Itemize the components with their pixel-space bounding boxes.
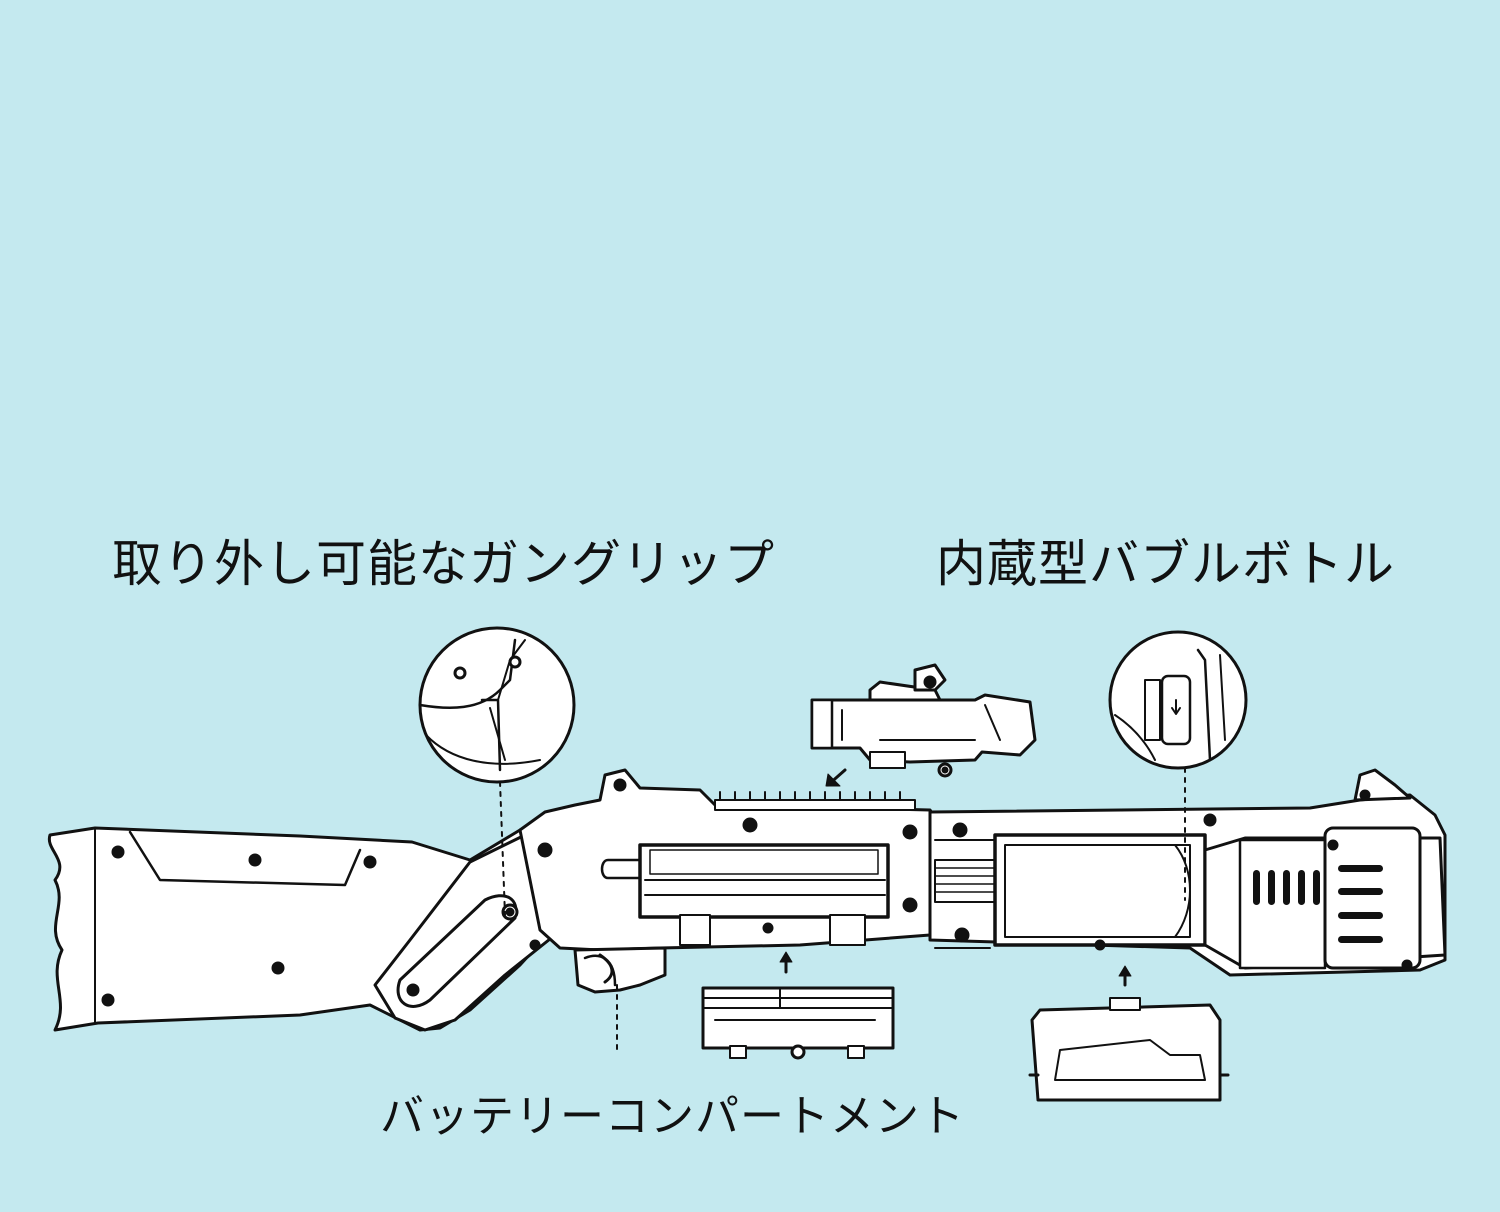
battery-cover: [701, 986, 895, 1060]
battery-compartment-label: バッテリーコンパートメント: [380, 1091, 965, 1142]
grip-detail-callout: [418, 626, 576, 784]
trigger-guard: [573, 946, 667, 994]
arrow-up-icon: [779, 951, 793, 974]
barrel: [928, 768, 1447, 977]
bottle-cover: [1028, 997, 1230, 1102]
grip-leader-line: [499, 781, 506, 916]
removable-grip-label: 取り外し可能なガングリップ: [112, 535, 775, 593]
scope: [810, 663, 1037, 778]
bottle-detail-callout: [1108, 630, 1248, 770]
arrow-up-icon: [1118, 965, 1132, 987]
grip: [373, 833, 557, 1032]
builtin-bubble-bottle-label: 内蔵型バブルボトル: [936, 535, 1395, 593]
receiver: [518, 768, 942, 952]
arrow-down-left-icon: [825, 768, 847, 787]
